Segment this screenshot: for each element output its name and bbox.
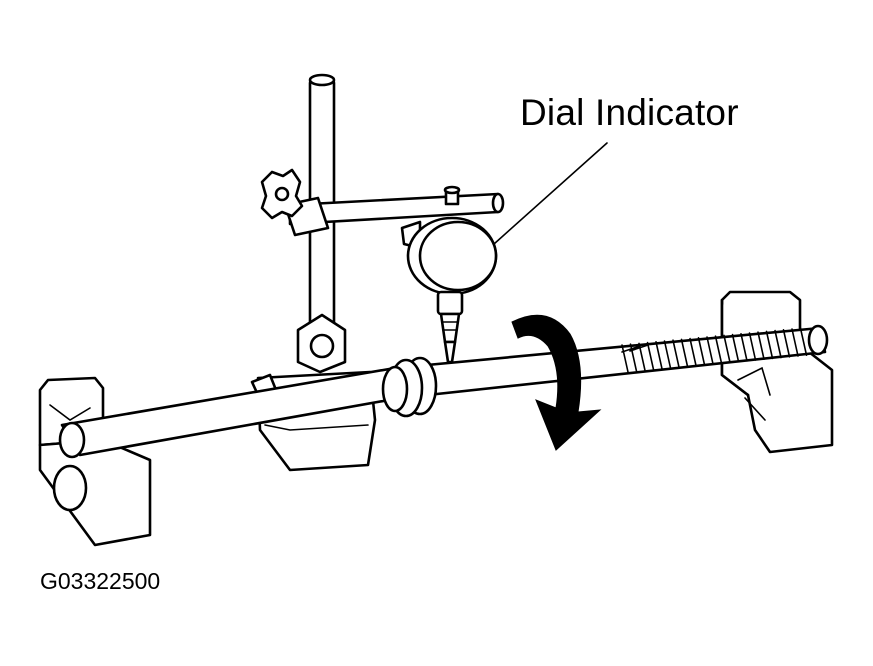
stand-swivel-joint [296,313,347,374]
shaft-thread [621,327,808,373]
clamp-knob [260,168,304,220]
v-block-right [720,290,834,454]
shaft [58,324,829,459]
rotation-arrow-icon [511,314,602,451]
figure-code: G03322500 [40,568,161,594]
callout-leader-line [493,142,608,245]
v-block-left [38,376,152,547]
dial-indicator [400,185,498,364]
shaft-collar [381,356,438,418]
dial-indicator-label: Dial Indicator [520,92,739,133]
